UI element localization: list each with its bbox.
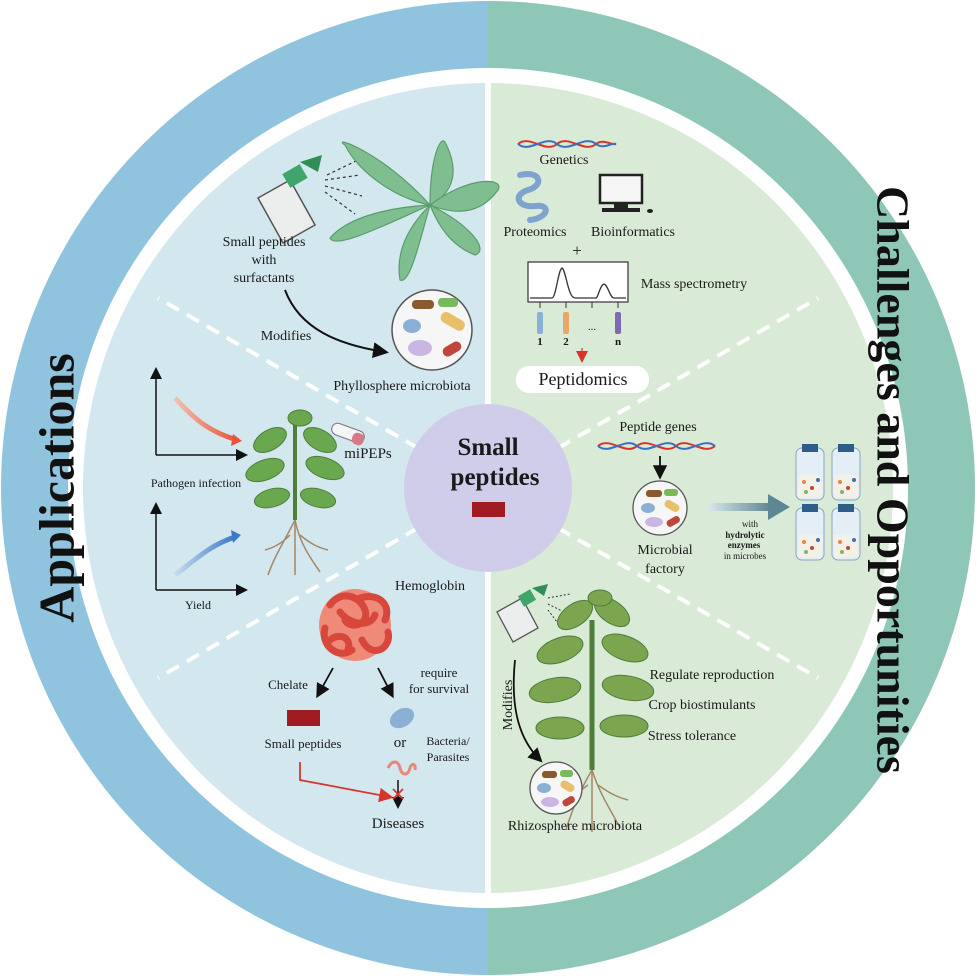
or-label: or [394, 735, 407, 751]
microbial-label: Microbial [637, 543, 692, 558]
pathogen-axis-label: Pathogen infection [151, 476, 241, 490]
hemoglobin-icon [319, 589, 392, 661]
sector-dividers [157, 296, 819, 680]
hemoglobin-label: Hemoglobin [395, 579, 465, 594]
with-label: with [742, 519, 759, 529]
small-peptides-label: Small peptides [265, 736, 342, 751]
plus-sign: + [572, 241, 582, 260]
hemoglobin-sector: Hemoglobin Chelate require for survival … [265, 579, 471, 832]
chelate-label: Chelate [268, 677, 308, 692]
hydrolytic-label: hydrolytic [725, 530, 764, 540]
tube-label-1: 1 [537, 336, 543, 348]
small-peptide-block [287, 710, 320, 726]
in-microbes-label: in microbes [724, 551, 767, 561]
modifies-arrow [284, 289, 389, 359]
rhizosphere-modifies-label: Modifies [501, 680, 516, 731]
factory-label: factory [645, 562, 685, 577]
diseases-label: Diseases [372, 816, 425, 832]
yield-chart-axes [150, 502, 248, 596]
gene-dna-icon [597, 442, 716, 450]
bacteria-label-line1: Bacteria/ [426, 734, 470, 748]
applications-title: Applications [28, 353, 84, 623]
stress-label: Stress tolerance [648, 729, 736, 744]
require-label-line1: require [421, 665, 458, 680]
peptidomics-pill [516, 366, 649, 393]
peptidomics-label: Peptidomics [539, 369, 628, 389]
mass-spec-label: Mass spectrometry [641, 277, 747, 292]
mass-spec-icon [527, 261, 629, 334]
enzymes-label: enzymes [728, 540, 761, 550]
fermentation-vials-icon [795, 444, 861, 561]
mipeps-label: miPEPs [344, 446, 392, 462]
spray-mist [324, 159, 363, 215]
computer-icon [598, 173, 653, 213]
rhizosphere-plant-icon [528, 589, 655, 832]
pathogen-chart-axes [150, 367, 248, 461]
phyllosphere-microbiota-label: Phyllosphere microbiota [333, 379, 471, 394]
modifies-label: Modifies [261, 329, 312, 344]
pathogen-decrease-curve [173, 396, 238, 443]
dna-icon [517, 140, 617, 148]
phyllosphere-microbes-icon [391, 289, 473, 371]
proteomics-label: Proteomics [504, 225, 567, 240]
rhizosphere-microbiota-label: Rhizosphere microbiota [508, 819, 643, 834]
omics-sector: Genetics Proteomics Bioinformatics + [504, 140, 747, 393]
center-hub: Small peptides [404, 404, 572, 572]
factory-sector: Peptide genes Microbial factory with hyd… [597, 420, 861, 577]
spray-bottle-icon [256, 155, 322, 245]
mipeps-tube-icon [331, 422, 365, 446]
yield-axis-label: Yield [185, 598, 211, 612]
parasite-icon [386, 760, 417, 776]
spray-label-line3: surfactants [234, 271, 295, 286]
tube-label-2: 2 [563, 336, 569, 348]
biostimulants-label: Crop biostimulants [649, 698, 756, 713]
center-title-line2: peptides [451, 464, 540, 491]
bioinformatics-label: Bioinformatics [591, 225, 675, 240]
phyllosphere-sector: Small peptides with surfactants Modifies… [223, 140, 500, 394]
leaf-icon [329, 140, 500, 281]
spray-label-line1: Small peptides [223, 235, 306, 250]
peptide-block [472, 502, 505, 517]
tube-label-dots: ... [588, 321, 597, 333]
challenges-title: Challenges and Opportunities [867, 186, 918, 774]
bacteria-label-line2: Parasites [427, 750, 470, 764]
require-label-line2: for survival [409, 681, 470, 696]
peptide-genes-label: Peptide genes [619, 420, 696, 435]
genetics-label: Genetics [540, 153, 589, 168]
rhizosphere-sector: Modifies [496, 584, 775, 834]
inhibit-arrow [299, 762, 394, 803]
plant-icon [245, 409, 345, 576]
bacteria-icon [389, 707, 415, 729]
yield-increase-curve [173, 534, 236, 577]
small-spray-bottle-icon [496, 584, 571, 643]
factory-microbes-icon [632, 480, 688, 536]
regulate-label: Regulate reproduction [650, 668, 775, 683]
center-title-line1: Small [457, 434, 518, 461]
production-arrow [708, 494, 790, 520]
spray-label-line2: with [252, 253, 277, 268]
rhizosphere-microbes-icon [529, 761, 583, 815]
protein-icon [515, 171, 549, 223]
mipeps-sector: Pathogen infection Yield [150, 367, 392, 612]
block-mark-icon [392, 788, 404, 800]
tube-label-n: n [615, 336, 621, 348]
